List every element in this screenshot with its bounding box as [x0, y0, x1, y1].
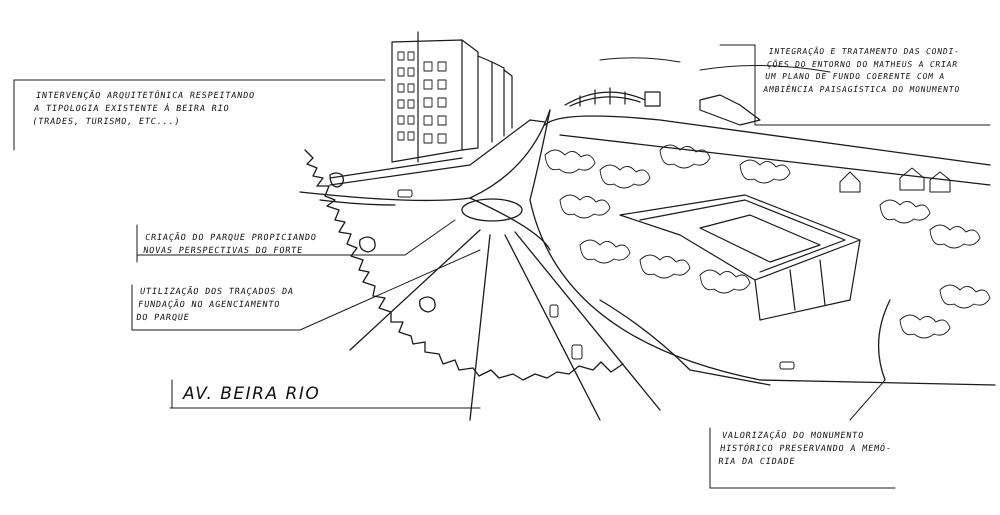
annotation-line: INTERVENÇÃO ARQUITETÔNICA RESPEITANDO	[35, 91, 256, 101]
annotation-line: CRIAÇÃO DO PARQUE PROPICIANDO	[144, 233, 318, 243]
annotation-line: VALORIZAÇÃO DO MONUMENTO	[721, 431, 865, 441]
annotation-line: DO PARQUE	[135, 313, 191, 323]
street-label: AV. BEIRA RIO	[183, 384, 321, 404]
annotation-line: ÇÕES DO ENTORNO DO MATHEUS A CRIAR	[766, 59, 959, 69]
annotation-monument: VALORIZAÇÃO DO MONUMENTO HISTÓRICO PRESE…	[717, 430, 894, 469]
leader-river	[754, 44, 991, 126]
annotation-line: (TRADES, TURISMO, ETC...)	[31, 117, 181, 127]
background-houses	[599, 57, 951, 193]
arch-bridge	[564, 87, 761, 126]
annotation-line: A TIPOLOGIA EXISTENTE À BEIRA RIO	[33, 104, 231, 114]
fort-building	[619, 194, 861, 321]
roads	[299, 109, 996, 421]
annotation-line: UTILIZAÇÃO DOS TRAÇADOS DA	[139, 287, 295, 297]
annotation-foundation-lines: UTILIZAÇÃO DOS TRAÇADOS DA FUNDAÇÃO NO A…	[135, 286, 295, 325]
annotation-line: FUNDAÇÃO NO AGENCIAMENTO	[137, 300, 281, 310]
annotation-leaders	[13, 44, 991, 489]
annotation-park-creation: CRIAÇÃO DO PARQUE PROPICIANDO NOVAS PERS…	[142, 232, 317, 258]
annotation-line: RIA DA CIDADE	[717, 457, 796, 467]
tall-buildings	[329, 31, 546, 186]
tree-line	[304, 149, 624, 381]
annotation-line: NOVAS PERSPECTIVAS DO FORTE	[142, 246, 304, 256]
annotation-line: HISTÓRICO PRESERVANDO A MEMÓ-	[719, 444, 893, 454]
annotation-line: INTEGRAÇÃO E TRATAMENTO DAS CONDI-	[768, 47, 961, 56]
annotation-architecture: INTERVENÇÃO ARQUITETÔNICA RESPEITANDO A …	[31, 90, 256, 129]
annotation-line: AMBIÊNCIA PAISAGÍSTICA DO MONUMENTO	[762, 84, 961, 94]
cars	[397, 189, 795, 370]
annotation-river-integration: INTEGRAÇÃO E TRATAMENTO DAS CONDI- ÇÕES …	[762, 46, 966, 96]
annotation-line: UM PLANO DE FUNDO COERENTE COM A	[764, 72, 946, 81]
park-trees	[544, 144, 991, 339]
